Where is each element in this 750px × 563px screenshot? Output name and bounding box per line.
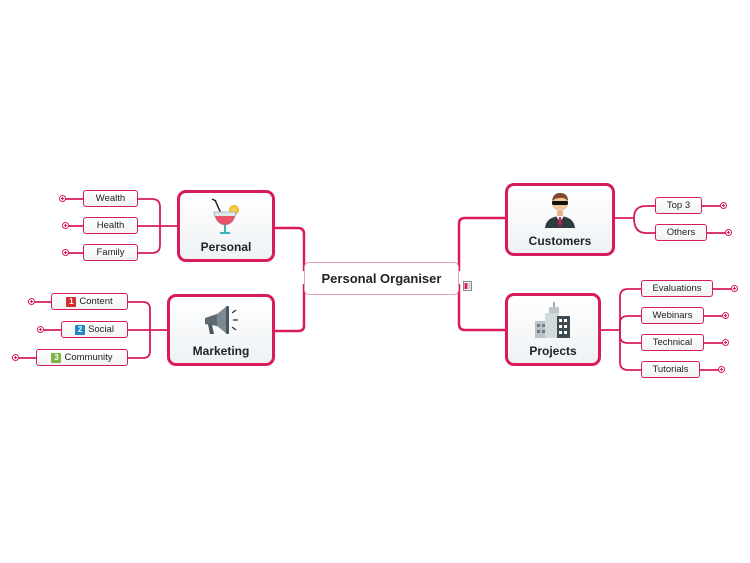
priority-3-badge: 3: [51, 352, 62, 363]
expand-tutorials-icon[interactable]: [718, 366, 725, 373]
branch-customers-label: Customers: [528, 234, 592, 248]
branch-marketing-label: Marketing: [192, 344, 250, 358]
branch-projects[interactable]: Projects: [505, 293, 601, 366]
topic-evaluations[interactable]: Evaluations: [641, 280, 713, 297]
expand-community-icon[interactable]: [12, 354, 19, 361]
topic-label: Webinars: [652, 310, 693, 321]
cocktail-icon: [209, 193, 243, 240]
buildings-icon: [533, 296, 573, 344]
topic-technical[interactable]: Technical: [641, 334, 704, 351]
expand-health-icon[interactable]: [62, 222, 69, 229]
megaphone-icon: [201, 297, 241, 344]
topic-webinars[interactable]: Webinars: [641, 307, 704, 324]
central-topic[interactable]: Personal Organiser: [304, 262, 459, 295]
topic-family[interactable]: Family: [83, 244, 138, 261]
topic-label: Community: [64, 352, 113, 363]
topic-wealth[interactable]: Wealth: [83, 190, 138, 207]
topic-content[interactable]: 1 Content: [51, 293, 128, 310]
branch-personal-label: Personal: [200, 240, 252, 254]
branch-marketing[interactable]: Marketing: [167, 294, 275, 366]
topic-label: Family: [96, 247, 125, 258]
topic-community[interactable]: 3 Community: [36, 349, 128, 366]
branch-personal[interactable]: Personal: [177, 190, 275, 262]
expand-webinars-icon[interactable]: [722, 312, 729, 319]
expand-wealth-icon[interactable]: [59, 195, 66, 202]
topic-tutorials[interactable]: Tutorials: [641, 361, 700, 378]
branch-customers[interactable]: Customers: [505, 183, 615, 256]
branch-projects-label: Projects: [529, 344, 577, 358]
topic-top-3[interactable]: Top 3: [655, 197, 702, 214]
central-topic-label: Personal Organiser: [321, 271, 442, 286]
expand-evaluations-icon[interactable]: [731, 285, 738, 292]
topic-health[interactable]: Health: [83, 217, 138, 234]
expand-family-icon[interactable]: [62, 249, 69, 256]
topic-label: Others: [666, 227, 696, 238]
topic-others[interactable]: Others: [655, 224, 707, 241]
topic-label: Technical: [652, 337, 693, 348]
topic-social[interactable]: 2 Social: [61, 321, 128, 338]
topic-label: Social: [88, 324, 114, 335]
businessman-icon: [542, 186, 578, 234]
note-icon[interactable]: [463, 281, 472, 291]
expand-technical-icon[interactable]: [722, 339, 729, 346]
topic-label: Tutorials: [652, 364, 689, 375]
expand-content-icon[interactable]: [28, 298, 35, 305]
expand-social-icon[interactable]: [37, 326, 44, 333]
topic-label: Content: [79, 296, 113, 307]
expand-others-icon[interactable]: [725, 229, 732, 236]
topic-label: Health: [96, 220, 125, 231]
expand-top-3-icon[interactable]: [720, 202, 727, 209]
topic-label: Top 3: [666, 200, 691, 211]
priority-2-badge: 2: [75, 324, 86, 335]
priority-1-badge: 1: [66, 296, 77, 307]
topic-label: Evaluations: [652, 283, 702, 294]
topic-label: Wealth: [95, 193, 126, 204]
